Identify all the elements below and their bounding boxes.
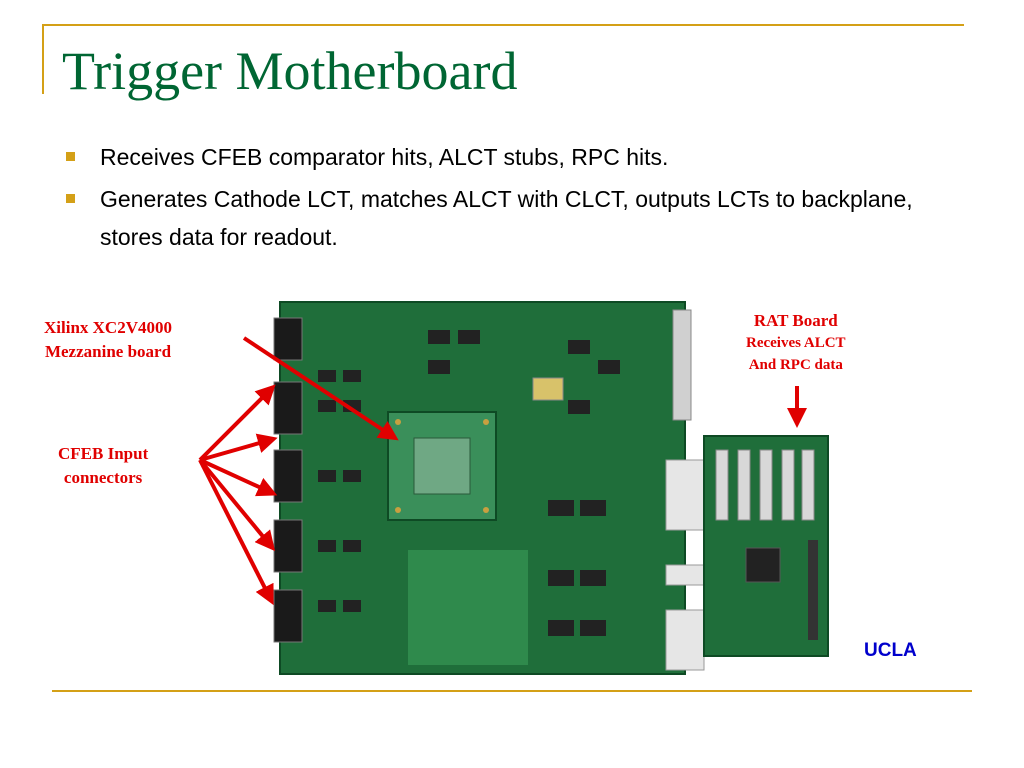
cfeb-arrow-3 <box>199 458 278 497</box>
rat-callout-line2: Receives ALCT <box>746 335 846 351</box>
cfeb-arrow-1 <box>198 384 276 462</box>
xilinx-callout-line1: Xilinx XC2V4000 <box>44 318 172 337</box>
frame-left-rule <box>42 24 44 94</box>
white-connectors <box>665 459 705 671</box>
cfeb-callout: CFEB Input connectors <box>58 442 148 490</box>
backplane-connector <box>672 309 692 421</box>
xilinx-callout: Xilinx XC2V4000 Mezzanine board <box>44 316 172 364</box>
rat-connectors <box>715 449 815 521</box>
xilinx-callout-line2: Mezzanine board <box>44 342 172 361</box>
bullet-text: Receives CFEB comparator hits, ALCT stub… <box>100 144 669 170</box>
square-bullet-icon <box>66 152 75 161</box>
ucla-logo: UCLA <box>864 640 917 661</box>
bullet-list: Receives CFEB comparator hits, ALCT stub… <box>62 138 942 260</box>
bullet-text: Generates Cathode LCT, matches ALCT with… <box>100 186 913 250</box>
board-photo <box>268 300 850 678</box>
proto-area <box>408 550 528 665</box>
oscillator <box>532 377 564 401</box>
square-bullet-icon <box>66 194 75 203</box>
frame-bottom-rule <box>52 690 972 692</box>
cfeb-arrow-2 <box>199 433 278 462</box>
frame-top-rule <box>42 24 964 26</box>
cfeb-callout-line1: CFEB Input <box>58 444 149 463</box>
cfeb-arrow-5 <box>198 459 274 606</box>
rat-callout-line3: And RPC data <box>748 357 843 373</box>
cfeb-callout-line2: connectors <box>63 468 143 487</box>
bullet-item: Receives CFEB comparator hits, ALCT stub… <box>62 138 942 176</box>
rat-callout-line1: RAT Board <box>753 311 838 330</box>
slide-title: Trigger Motherboard <box>62 41 518 101</box>
rat-callout: RAT Board Receives ALCT And RPC data <box>746 310 846 376</box>
rat-fpga <box>745 547 781 583</box>
bullet-item: Generates Cathode LCT, matches ALCT with… <box>62 180 942 256</box>
cfeb-arrow-4 <box>198 458 276 552</box>
